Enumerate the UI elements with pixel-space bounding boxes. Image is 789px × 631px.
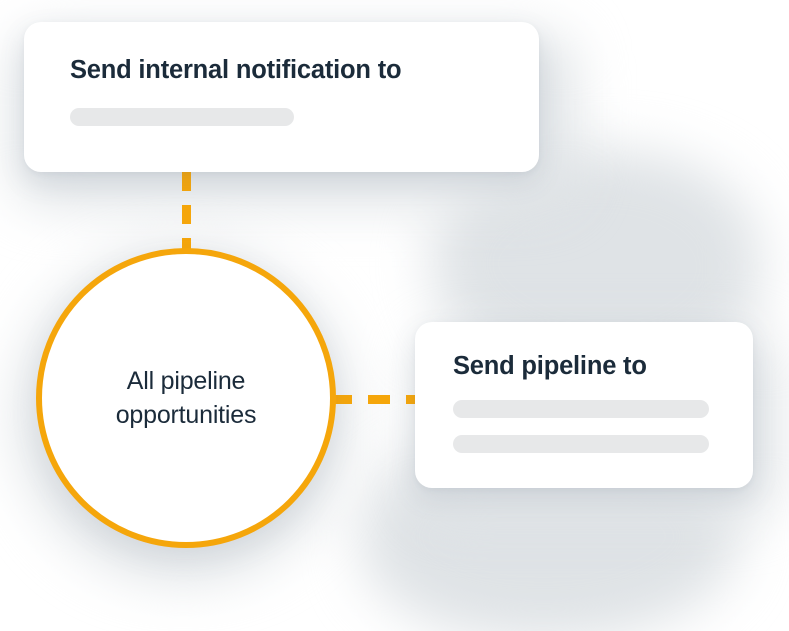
action-card-title: Send internal notification to	[70, 56, 402, 84]
placeholder-bar	[453, 435, 709, 454]
connector-trigger-to-pipeline	[330, 395, 422, 404]
trigger-node-label-line-1: All pipeline	[126, 367, 246, 395]
action-card-title: Send pipeline to	[453, 352, 647, 380]
trigger-node-label-line-2: opportunities	[115, 401, 257, 429]
connector-trigger-to-notification	[182, 172, 191, 250]
placeholder-bar	[70, 108, 294, 127]
trigger-node-all-pipeline-opportunities[interactable]: All pipeline opportunities	[36, 248, 336, 548]
placeholder-bar	[453, 400, 709, 419]
trigger-node-label: All pipeline opportunities	[116, 364, 257, 432]
action-card-send-pipeline[interactable]: Send pipeline to	[415, 322, 753, 488]
action-card-send-internal-notification[interactable]: Send internal notification to	[24, 22, 539, 172]
